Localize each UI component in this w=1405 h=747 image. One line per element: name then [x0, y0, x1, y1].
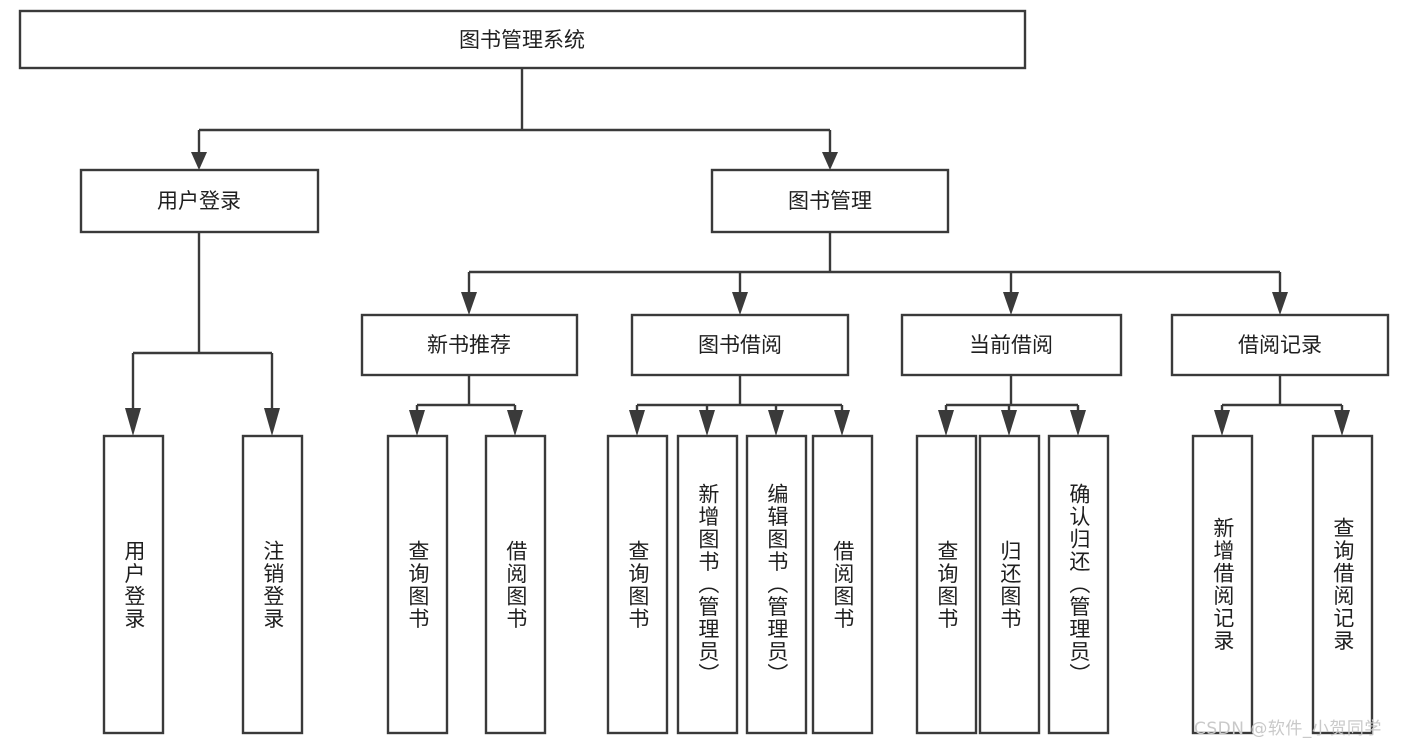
arrow-bookborrow-leaf1: [629, 410, 645, 436]
leaf-box-current-borrow-1[interactable]: [915, 434, 978, 735]
leaf-box-user-login-2[interactable]: [241, 434, 304, 735]
node-book-borrow-box[interactable]: [630, 313, 850, 377]
arrow-currentborrow-leaf3: [1070, 410, 1086, 436]
arrow-to-new-book: [461, 292, 477, 315]
leaf-box-book-borrow-4[interactable]: [811, 434, 874, 735]
node-root[interactable]: 图书管理系统: [18, 9, 1027, 70]
node-book-manage-box[interactable]: [710, 168, 950, 234]
leaf-box-borrow-record-2[interactable]: [1311, 434, 1374, 735]
arrow-bookborrow-leaf2: [699, 410, 715, 436]
arrow-to-book-manage: [822, 152, 838, 170]
arrow-borrowrecord-leaf2: [1334, 410, 1350, 436]
arrow-currentborrow-leaf2: [1001, 410, 1017, 436]
leaf-box-current-borrow-2[interactable]: [978, 434, 1041, 735]
node-new-book[interactable]: 新书推荐: [360, 313, 579, 377]
node-current-borrow-box[interactable]: [900, 313, 1123, 377]
arrow-newbook-leaf1: [409, 410, 425, 436]
connector-group: [125, 68, 1350, 436]
leaf-box-book-borrow-3[interactable]: [745, 434, 808, 735]
arrow-to-borrow-record: [1272, 292, 1288, 315]
arrow-bookborrow-leaf4: [834, 410, 850, 436]
node-borrow-record-label: 借阅记录: [1238, 333, 1322, 357]
leaf-box-borrow-record-1[interactable]: [1191, 434, 1254, 735]
leaf-box-book-borrow-2[interactable]: [676, 434, 739, 735]
node-borrow-record-box[interactable]: [1170, 313, 1390, 377]
arrow-userlogin-leaf2: [264, 408, 280, 436]
leaf-box-current-borrow-3[interactable]: [1047, 434, 1110, 735]
node-new-book-box[interactable]: [360, 313, 579, 377]
leaf-box-user-login-1[interactable]: [102, 434, 165, 735]
arrow-userlogin-leaf1: [125, 408, 141, 436]
node-current-borrow-label: 当前借阅: [969, 333, 1053, 357]
node-user-login[interactable]: 用户登录: [79, 168, 320, 234]
node-root-label: 图书管理系统: [459, 28, 585, 52]
arrow-borrowrecord-leaf1: [1214, 410, 1230, 436]
arrow-currentborrow-leaf1: [938, 410, 954, 436]
arrow-bookborrow-leaf3: [768, 410, 784, 436]
arrow-newbook-leaf2: [507, 410, 523, 436]
node-user-login-label: 用户登录: [157, 189, 241, 213]
node-new-book-label: 新书推荐: [427, 333, 511, 357]
node-root-box[interactable]: [18, 9, 1027, 70]
leaf-box-new-book-2[interactable]: [484, 434, 547, 735]
node-book-manage-label: 图书管理: [788, 189, 872, 213]
node-user-login-box[interactable]: [79, 168, 320, 234]
node-book-borrow-label: 图书借阅: [698, 333, 782, 357]
node-borrow-record[interactable]: 借阅记录: [1170, 313, 1390, 377]
arrow-to-book-borrow: [732, 292, 748, 315]
node-current-borrow[interactable]: 当前借阅: [900, 313, 1123, 377]
leaf-box-new-book-1[interactable]: [386, 434, 449, 735]
arrow-to-current-borrow: [1003, 292, 1019, 315]
node-book-manage[interactable]: 图书管理: [710, 168, 950, 234]
arrow-to-user-login: [191, 152, 207, 170]
csdn-watermark: CSDN @软件_小贺同学: [1194, 719, 1382, 739]
leaf-box-book-borrow-1[interactable]: [606, 434, 669, 735]
node-book-borrow[interactable]: 图书借阅: [630, 313, 850, 377]
